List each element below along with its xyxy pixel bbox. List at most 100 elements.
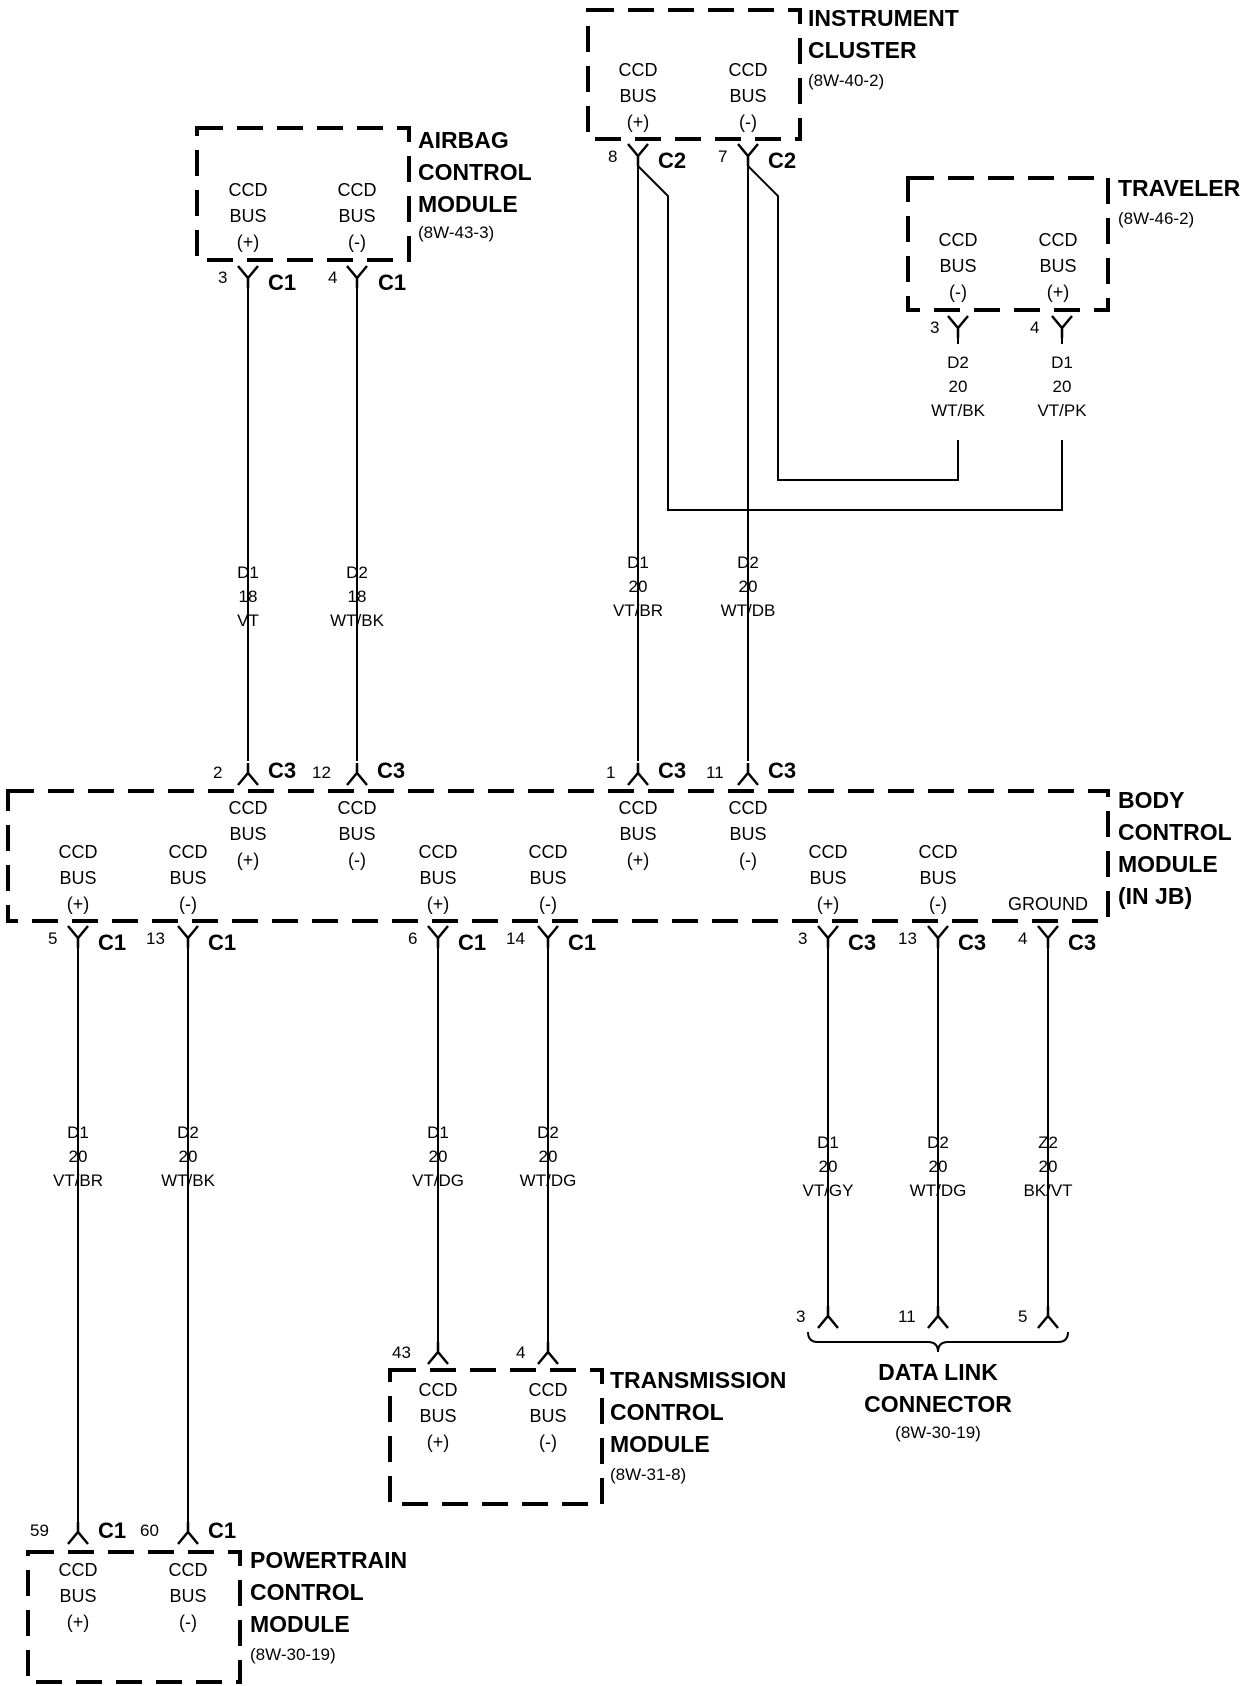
dlc-z2-label-circuit: Z2 bbox=[1038, 1133, 1058, 1152]
airbag-plus-polarity: (+) bbox=[237, 232, 260, 252]
bcm-top-pin-2: 2 bbox=[213, 763, 222, 782]
instrument-cluster-box bbox=[586, 8, 802, 141]
tcm-plus-ccd: CCD bbox=[419, 1380, 458, 1400]
bcm-bottom-connector-1: C1 bbox=[208, 930, 236, 955]
traveler-box bbox=[906, 176, 1110, 312]
wire-cluster-to-traveler-d1 bbox=[637, 165, 1063, 511]
bcm-bottom-1-polarity: (-) bbox=[179, 894, 197, 914]
cluster-d1-label-color: VT/BR bbox=[613, 601, 663, 620]
airbag-d1-label-circuit: D1 bbox=[237, 563, 259, 582]
bcm-bottom-3-polarity: (-) bbox=[539, 894, 557, 914]
cluster-connector-c2-b: C2 bbox=[768, 148, 796, 173]
cluster-terminal-8 bbox=[627, 143, 649, 166]
dlc-pin-5: 5 bbox=[1018, 1307, 1027, 1326]
cluster-pin-8: 8 bbox=[608, 147, 617, 166]
pcm-title-1: POWERTRAIN bbox=[250, 1547, 407, 1573]
bcm-top-b-bus: BUS bbox=[338, 824, 375, 844]
transmission-control-module-box bbox=[388, 1368, 604, 1506]
bcm-bottom-0-bus: BUS bbox=[59, 868, 96, 888]
dlc-terminal-11 bbox=[927, 1306, 949, 1329]
traveler-minus-ccd: CCD bbox=[939, 230, 978, 250]
bcm-top-b-ccd: CCD bbox=[338, 798, 377, 818]
bcm-top-connector-c3-0: C3 bbox=[268, 758, 296, 783]
bcm-top-terminal-11 bbox=[737, 763, 759, 786]
bcm-bottom-pin-1: 13 bbox=[146, 929, 165, 948]
bcm-bottom-4-ccd: CCD bbox=[809, 842, 848, 862]
bcm-bottom-connector-3: C1 bbox=[568, 930, 596, 955]
cluster-d1-label-gauge: 20 bbox=[629, 577, 648, 596]
dlc-title-2: CONNECTOR bbox=[864, 1391, 1012, 1417]
pcm-plus-ccd: CCD bbox=[59, 1560, 98, 1580]
bcm-top-d-ccd: CCD bbox=[729, 798, 768, 818]
bcm-bottom-5-ccd: CCD bbox=[919, 842, 958, 862]
bcm-top-c-polarity: (+) bbox=[627, 850, 650, 870]
bcm-top-pin-11: 11 bbox=[706, 763, 724, 782]
traveler-pin-4: 4 bbox=[1030, 318, 1039, 337]
bcm-title-1: BODY bbox=[1118, 787, 1184, 813]
dlc-terminal-5 bbox=[1037, 1306, 1059, 1329]
cluster-minus-ccd: CCD bbox=[729, 60, 768, 80]
pcm-d1-label-color: VT/BR bbox=[53, 1171, 103, 1190]
cluster-minus-bus: BUS bbox=[729, 86, 766, 106]
traveler-minus-bus: BUS bbox=[939, 256, 976, 276]
traveler-plus-ccd: CCD bbox=[1039, 230, 1078, 250]
airbag-d1-label-gauge: 18 bbox=[239, 587, 258, 606]
bcm-top-a-ccd: CCD bbox=[229, 798, 268, 818]
airbag-connector-c1-a: C1 bbox=[268, 270, 296, 295]
cluster-pin-7: 7 bbox=[718, 147, 727, 166]
cluster-d2-label-circuit: D2 bbox=[737, 553, 759, 572]
airbag-minus-polarity: (-) bbox=[348, 232, 366, 252]
bcm-ground-label: GROUND bbox=[1008, 894, 1088, 914]
body-control-module-box bbox=[6, 789, 1110, 923]
dlc-d1-label-gauge: 20 bbox=[819, 1157, 838, 1176]
traveler-terminal-4 bbox=[1051, 315, 1073, 338]
pcm-connector-c1-a: C1 bbox=[98, 1518, 126, 1543]
tcm-d1-label-color: VT/DG bbox=[412, 1171, 464, 1190]
tcm-d1-label-gauge: 20 bbox=[429, 1147, 448, 1166]
traveler-plus-polarity: (+) bbox=[1047, 282, 1070, 302]
bcm-bottom-2-polarity: (+) bbox=[427, 894, 450, 914]
airbag-connector-c1-b: C1 bbox=[378, 270, 406, 295]
pcm-plus-bus: BUS bbox=[59, 1586, 96, 1606]
traveler-d2-label-color: WT/BK bbox=[931, 401, 985, 420]
dlc-pin-3: 3 bbox=[796, 1307, 805, 1326]
bcm-bottom-pin-5: 13 bbox=[898, 929, 917, 948]
airbag-plus-ccd: CCD bbox=[229, 180, 268, 200]
airbag-d2-label-circuit: D2 bbox=[346, 563, 368, 582]
bcm-bottom-5-polarity: (-) bbox=[929, 894, 947, 914]
bcm-bottom-connector-5: C3 bbox=[958, 930, 986, 955]
bcm-bottom-3-ccd: CCD bbox=[529, 842, 568, 862]
airbag-minus-ccd: CCD bbox=[338, 180, 377, 200]
bcm-bottom-connector-2: C1 bbox=[458, 930, 486, 955]
airbag-plus-bus: BUS bbox=[229, 206, 266, 226]
pcm-d2-label-color: WT/BK bbox=[161, 1171, 215, 1190]
airbag-minus-bus: BUS bbox=[338, 206, 375, 226]
airbag-terminal-3 bbox=[237, 265, 259, 288]
tcm-plus-bus: BUS bbox=[419, 1406, 456, 1426]
bcm-bottom-terminal-1 bbox=[177, 925, 199, 948]
bcm-bottom-pin-0: 5 bbox=[48, 929, 57, 948]
airbag-terminal-4 bbox=[346, 265, 368, 288]
dlc-title-1: DATA LINK bbox=[878, 1359, 998, 1385]
cluster-d2-label-gauge: 20 bbox=[739, 577, 758, 596]
pcm-title-3: MODULE bbox=[250, 1611, 350, 1637]
tcm-minus-polarity: (-) bbox=[539, 1432, 557, 1452]
pcm-d1-label-gauge: 20 bbox=[69, 1147, 88, 1166]
pcm-d2-label-circuit: D2 bbox=[177, 1123, 199, 1142]
dlc-d1-label-color: VT/GY bbox=[802, 1181, 853, 1200]
tcm-d2-label-color: WT/DG bbox=[520, 1171, 577, 1190]
traveler-minus-polarity: (-) bbox=[949, 282, 967, 302]
pcm-minus-ccd: CCD bbox=[169, 1560, 208, 1580]
bcm-top-connector-c3-2: C3 bbox=[658, 758, 686, 783]
airbag-control-module-box bbox=[195, 126, 411, 262]
wire-cluster-to-traveler-d2 bbox=[747, 165, 959, 481]
cluster-ref: (8W-40-2) bbox=[808, 71, 884, 90]
pcm-ref: (8W-30-19) bbox=[250, 1645, 336, 1664]
airbag-d2-label-gauge: 18 bbox=[348, 587, 367, 606]
bcm-top-pin-1: 1 bbox=[606, 763, 615, 782]
cluster-plus-polarity: (+) bbox=[627, 112, 650, 132]
dlc-terminal-3 bbox=[817, 1306, 839, 1329]
airbag-pin-3: 3 bbox=[218, 268, 227, 287]
